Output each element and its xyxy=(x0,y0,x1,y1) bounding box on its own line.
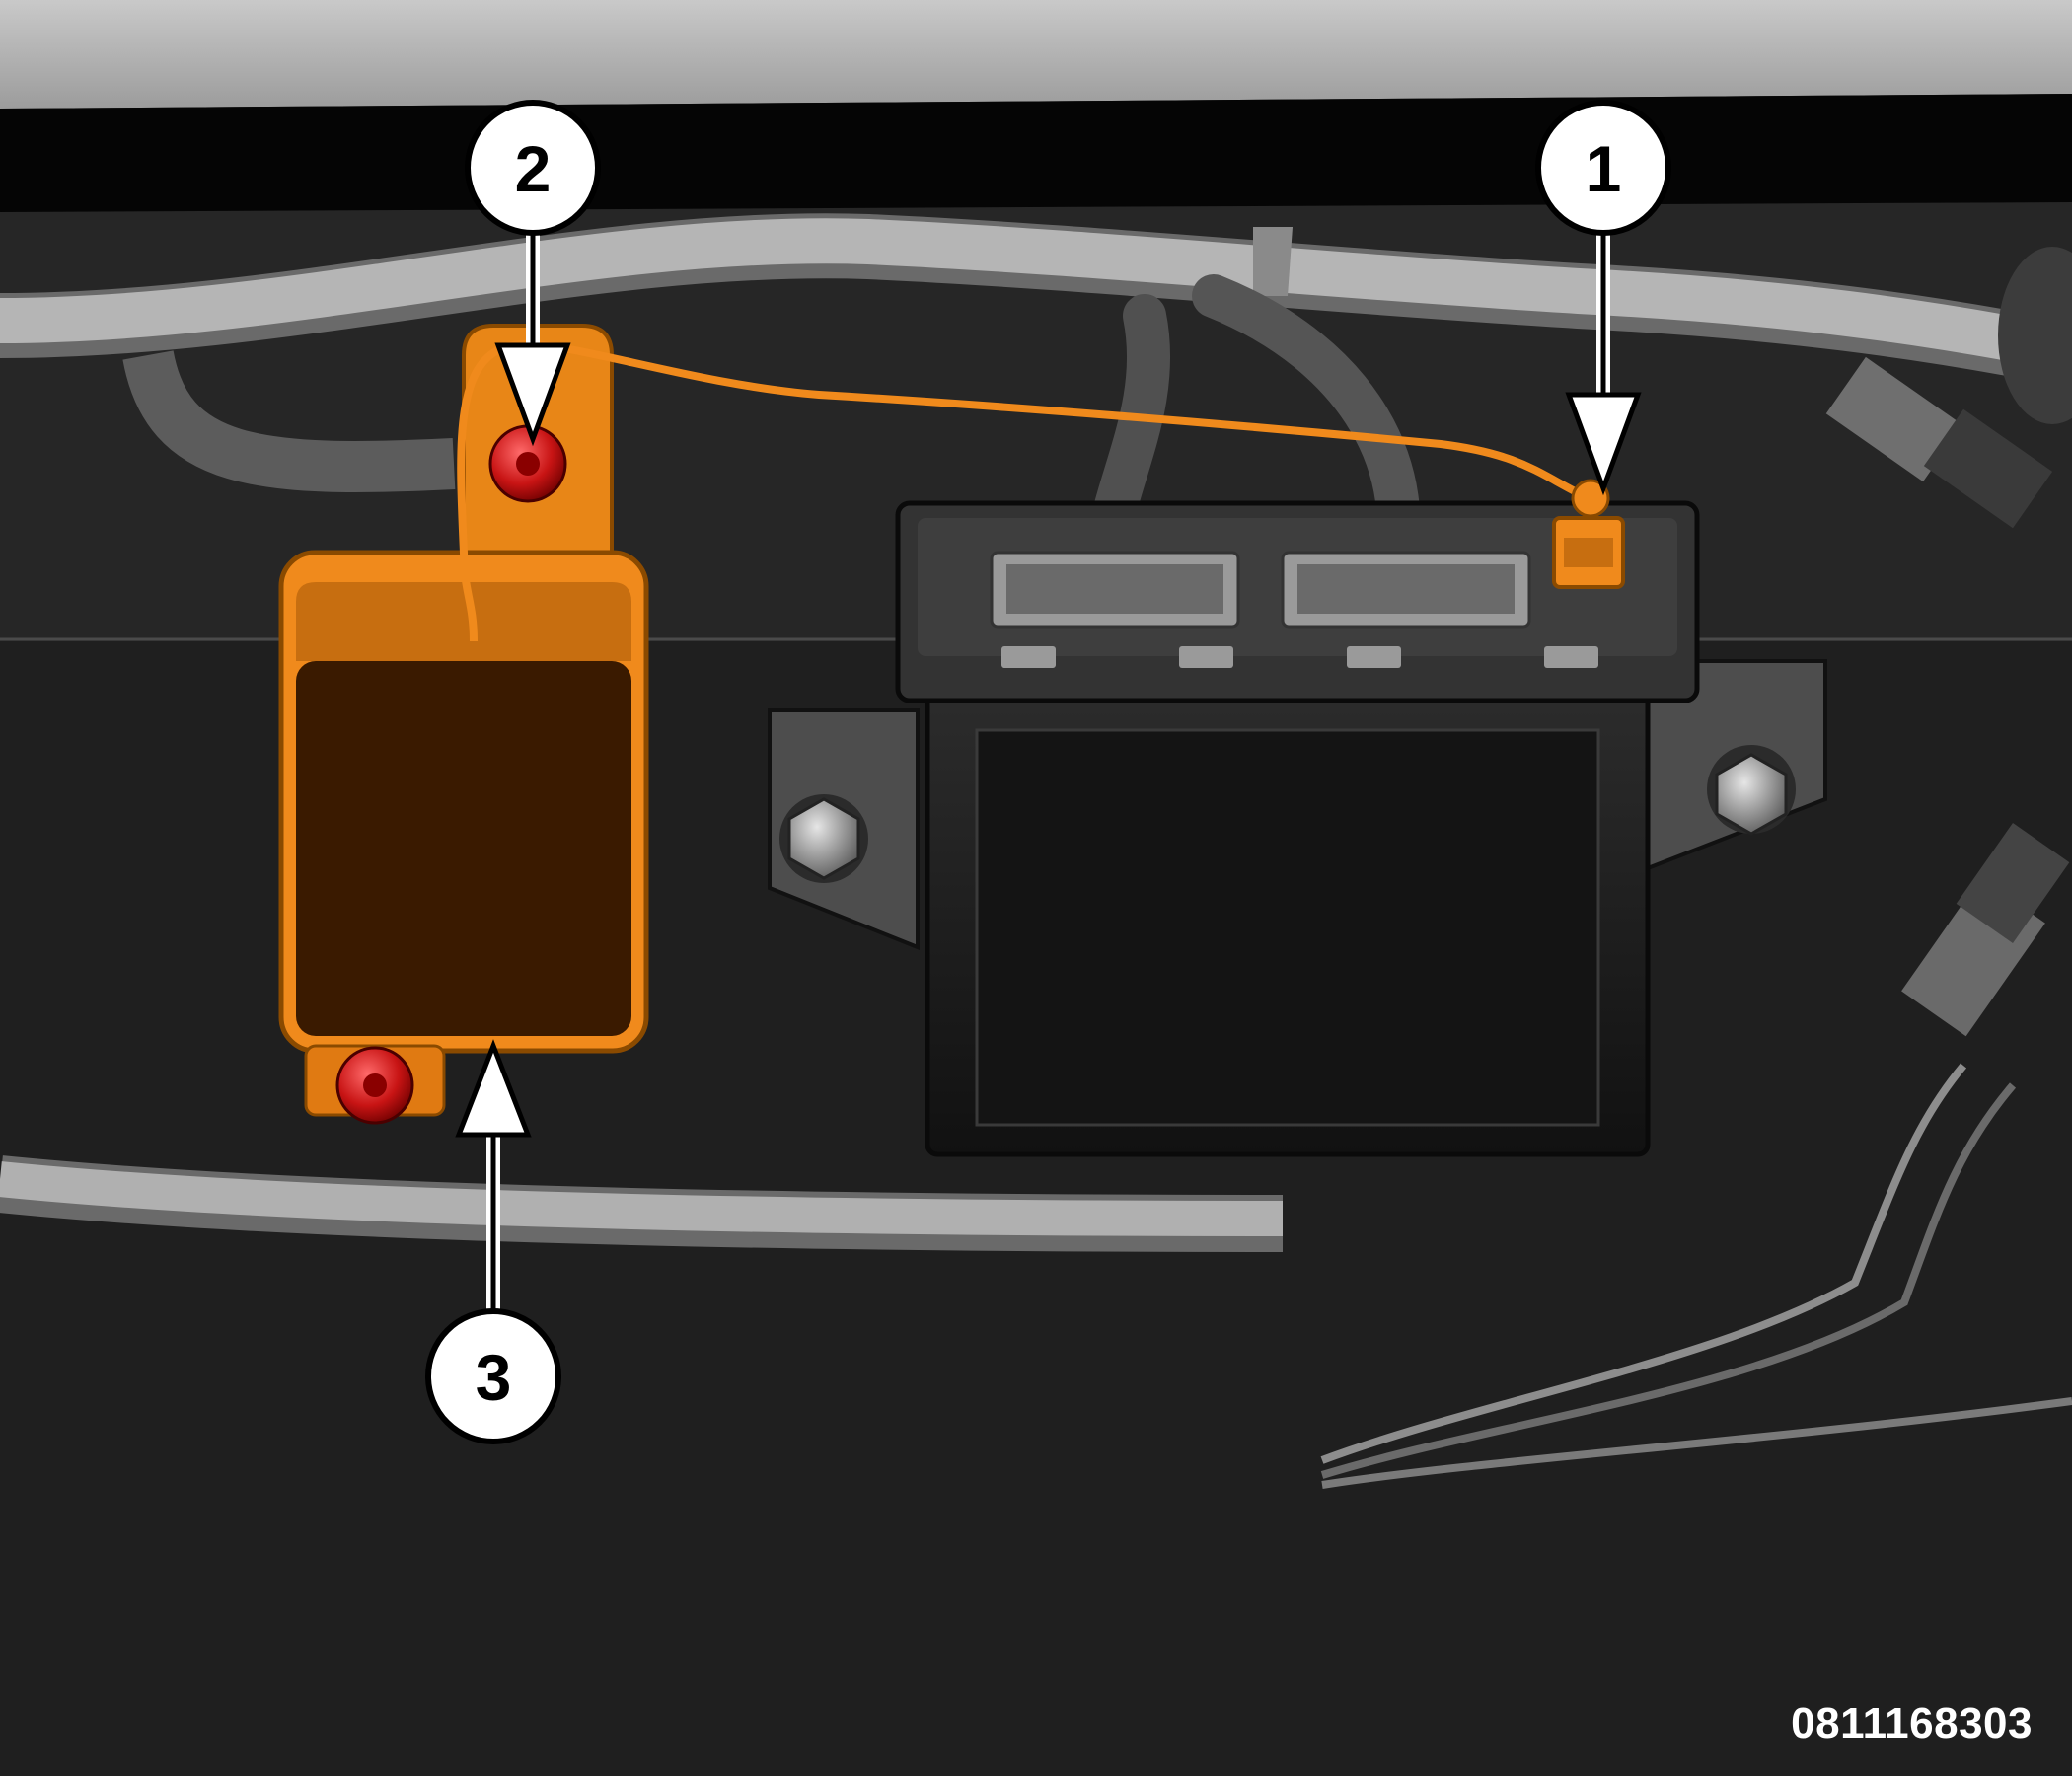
harness-branch-left xyxy=(122,349,456,492)
callout-1: 1 xyxy=(1535,100,1671,496)
bracket-nut-right xyxy=(1715,753,1788,836)
callout-3: 3 xyxy=(425,1039,561,1444)
bracket-nut-left xyxy=(787,797,860,880)
figure-id: 0811168303 xyxy=(1791,1699,2033,1747)
lower-harness-highlight xyxy=(0,1161,1284,1236)
callout-3-number: 3 xyxy=(476,1341,512,1414)
module-slots xyxy=(1001,646,1598,668)
right-connector-upper xyxy=(1825,247,2072,529)
module-connector-left xyxy=(990,551,1240,629)
roof-rail-shadow xyxy=(0,94,2072,212)
module-connector-right xyxy=(1281,551,1531,629)
callout-1-number: 1 xyxy=(1586,132,1622,205)
antenna-cable-loop xyxy=(460,552,478,642)
antenna-connector xyxy=(1552,479,1625,589)
roof-rail xyxy=(0,0,2072,109)
harness-clip xyxy=(1253,227,1293,296)
lower-wires xyxy=(1320,1063,2072,1489)
callout-2: 2 xyxy=(465,100,601,447)
right-connector-lower xyxy=(1901,822,2070,1037)
upper-harness-highlight xyxy=(0,218,2072,373)
antenna-cable xyxy=(457,339,1583,556)
upper-fastener xyxy=(488,424,567,503)
callout-2-number: 2 xyxy=(515,132,552,205)
lower-fastener xyxy=(335,1046,414,1125)
